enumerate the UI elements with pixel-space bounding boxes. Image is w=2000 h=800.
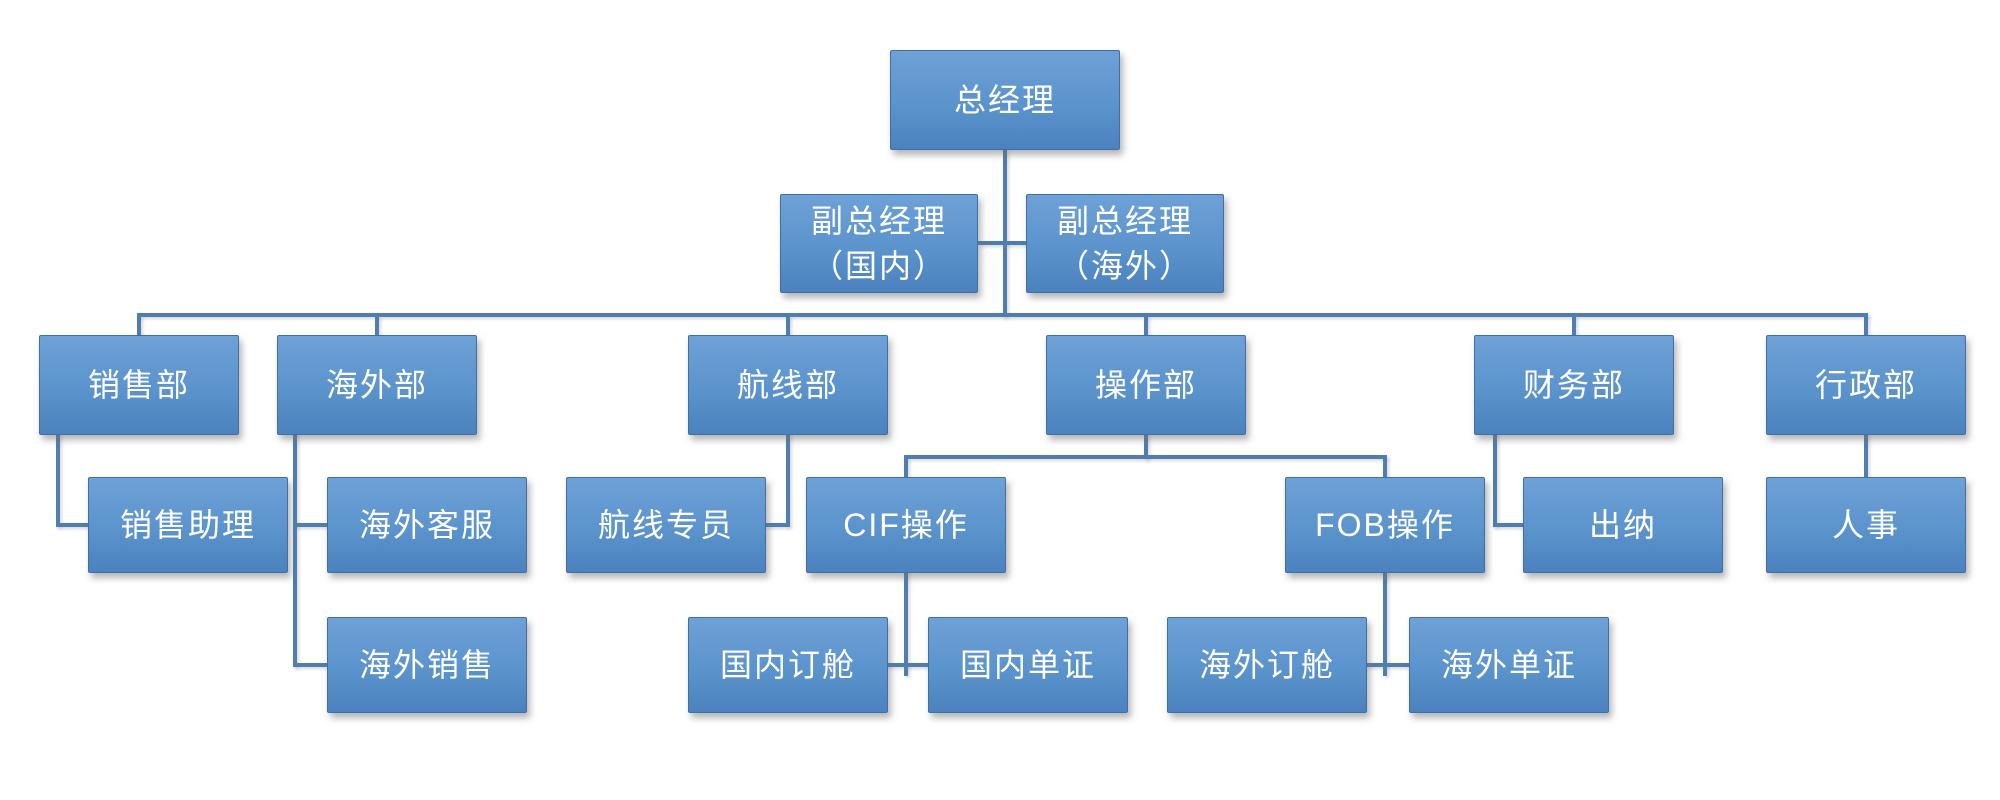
node-deputy-gm-overseas: 副总经理 （海外） (1026, 194, 1224, 293)
connector-line (293, 433, 297, 667)
node-overseas-booking: 海外订舱 (1167, 617, 1367, 713)
connector-line (904, 571, 908, 676)
connector-line (1144, 315, 1148, 337)
connector-line (1144, 433, 1148, 459)
connector-line (56, 523, 90, 527)
node-finance-dept: 财务部 (1474, 335, 1674, 435)
node-sales-dept: 销售部 (39, 335, 239, 435)
connector-line (764, 523, 788, 527)
node-admin-dept: 行政部 (1766, 335, 1966, 435)
node-general-manager: 总经理 (890, 50, 1120, 150)
node-overseas-documentation: 海外单证 (1409, 617, 1609, 713)
connector-line (1383, 571, 1387, 676)
connector-line (137, 313, 1868, 317)
node-fob-operations: FOB操作 (1285, 477, 1485, 573)
connector-line (293, 523, 329, 527)
connector-line (786, 433, 790, 527)
connector-line (1864, 315, 1868, 337)
connector-line (1864, 433, 1868, 479)
connector-line (904, 455, 1387, 459)
connector-line (1493, 523, 1525, 527)
node-hr: 人事 (1766, 477, 1966, 573)
connector-line (904, 457, 908, 479)
connector-line (906, 663, 930, 667)
node-cif-operations: CIF操作 (806, 477, 1006, 573)
connector-line (293, 663, 329, 667)
node-route-specialist: 航线专员 (566, 477, 766, 573)
connector-line (137, 315, 141, 337)
connector-line (1003, 149, 1007, 317)
connector-line (786, 315, 790, 337)
connector-line (1385, 663, 1411, 667)
node-route-dept: 航线部 (688, 335, 888, 435)
connector-line (375, 315, 379, 337)
node-overseas-sales: 海外销售 (327, 617, 527, 713)
node-overseas-dept: 海外部 (277, 335, 477, 435)
node-cashier: 出纳 (1523, 477, 1723, 573)
node-deputy-gm-domestic: 副总经理 （国内） (780, 194, 978, 293)
node-domestic-booking: 国内订舱 (688, 617, 888, 713)
node-sales-assistant: 销售助理 (88, 477, 288, 573)
connector-line (1383, 457, 1387, 479)
connector-line (56, 433, 60, 527)
connector-line (978, 241, 1026, 245)
node-overseas-customer-service: 海外客服 (327, 477, 527, 573)
node-operations-dept: 操作部 (1046, 335, 1246, 435)
connector-line (1493, 433, 1497, 527)
connector-line (1572, 315, 1576, 337)
connector-line (1365, 663, 1385, 667)
connector-line (886, 663, 906, 667)
node-domestic-documentation: 国内单证 (928, 617, 1128, 713)
